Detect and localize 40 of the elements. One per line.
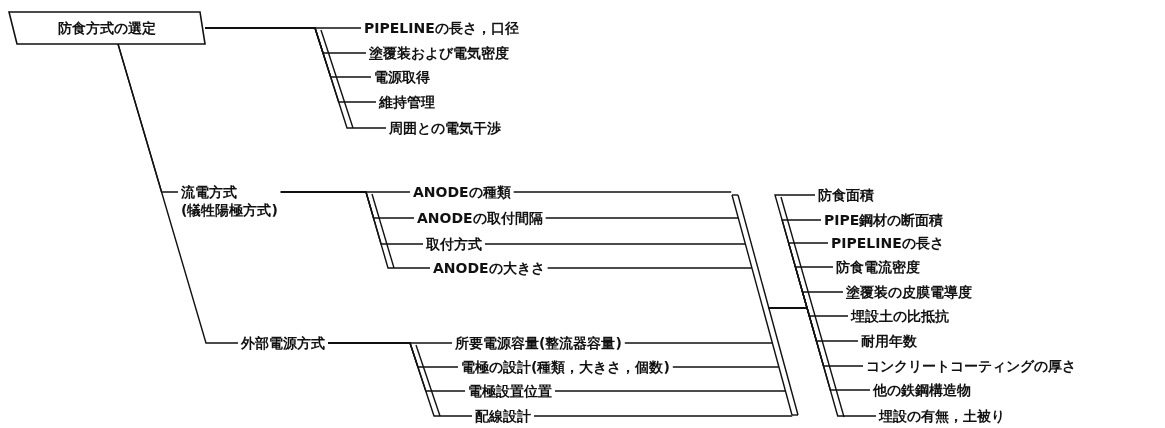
connector-line	[512, 191, 732, 193]
node-label: コンクリートコーティングの厚さ	[866, 357, 1076, 375]
connector-line	[672, 366, 780, 368]
node-label: 塗覆装および電気密度	[369, 44, 509, 62]
node-label: 塗覆装の皮膜電導度	[846, 283, 972, 301]
connector-line	[544, 217, 739, 219]
node-label: 電源取得	[374, 68, 430, 86]
node-label: 取付方式	[426, 235, 482, 253]
node-label: 埋設の有無，土被り	[879, 407, 1005, 425]
node-label: 防食方式の選定	[58, 19, 156, 37]
connector-line	[624, 342, 774, 344]
connector-line	[768, 307, 877, 417]
node-label: 外部電源方式	[241, 334, 325, 352]
node-label: 耐用年数	[861, 332, 917, 350]
node-label: 埋設土の比抵抗	[851, 307, 949, 325]
node-label: 所要電源容量(整流器容量)	[455, 334, 622, 352]
node-label: ANODEの種類	[413, 183, 511, 201]
node-label: 周囲との電気干渉	[389, 119, 501, 137]
node-label: PIPE鋼材の断面積	[824, 211, 944, 229]
connector-line	[554, 390, 787, 392]
connector-line	[117, 43, 239, 344]
connector-line	[327, 342, 473, 417]
node-label: 他の鉄鋼構造物	[873, 381, 971, 399]
node-label: 防食電流密度	[836, 258, 920, 276]
node-label: ANODEの取付間隔	[417, 209, 543, 227]
node-label: PIPELINEの長さ，口径	[364, 19, 519, 37]
connector-line	[280, 191, 431, 269]
node-label: 電極の設計(種類，大きさ，個数)	[461, 358, 670, 376]
node-label: (犠牲陽極方式)	[181, 201, 278, 219]
connector-line	[546, 267, 753, 269]
connector-line	[484, 243, 747, 245]
node-label: 配線設計	[475, 407, 531, 425]
node-label: 電極設置位置	[468, 382, 552, 400]
connector-line	[533, 415, 793, 417]
node-label: PIPELINEの長さ	[831, 234, 944, 252]
node-label: 流電方式	[181, 183, 238, 201]
node-label: 防食面積	[818, 186, 874, 204]
connector-line	[204, 27, 387, 129]
node-label: 維持管理	[379, 93, 435, 111]
node-label: ANODEの大きさ	[433, 259, 545, 277]
